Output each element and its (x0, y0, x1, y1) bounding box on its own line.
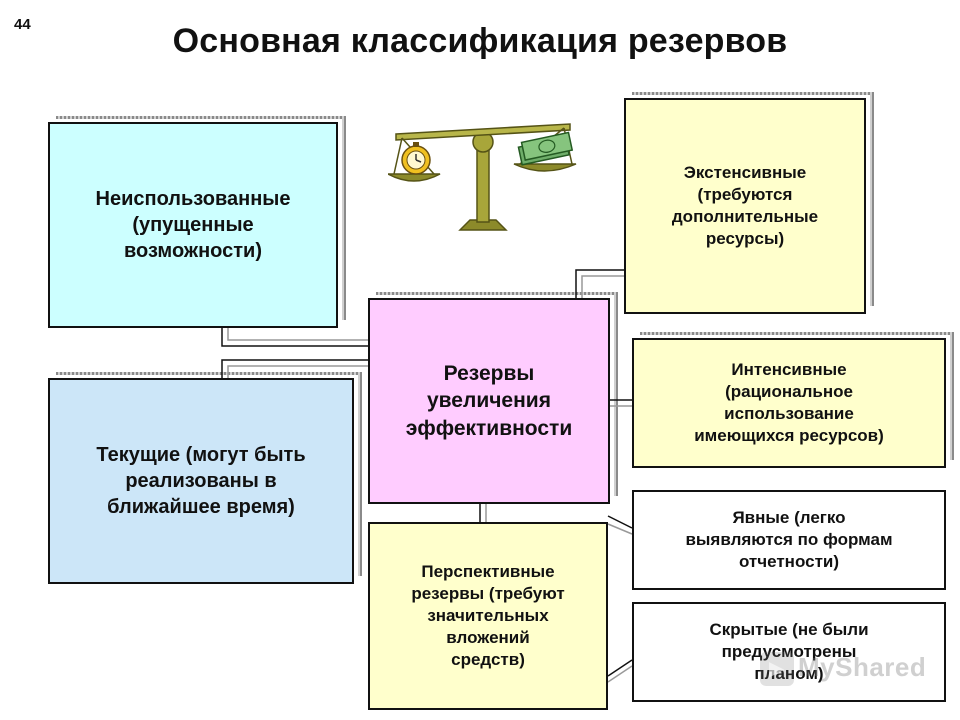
box-perspective: Перспективные резервы (требуют значитель… (368, 522, 608, 710)
box-intensive-text: Интенсивные (рациональное использование … (694, 359, 884, 446)
box-intensive: Интенсивные (рациональное использование … (632, 332, 954, 468)
box-extensive-text: Экстенсивные (требуются дополнительные р… (671, 162, 819, 249)
balance-scale-icon (388, 123, 577, 231)
box-current: Текущие (могут быть реализованы в ближай… (48, 372, 362, 584)
connector-current (221, 359, 370, 378)
connector-unused (221, 326, 370, 347)
box-unused-text: Неиспользованные (упущенные возможности) (95, 188, 291, 262)
watermark-text: MyShared (798, 652, 927, 682)
slide-number: 44 (14, 16, 31, 33)
box-extensive: Экстенсивные (требуются дополнительные р… (624, 92, 874, 314)
connector-extensive (575, 269, 626, 298)
page-title: Основная классификация резервов (172, 22, 788, 60)
box-center-text: Резервы увеличения эффективности (405, 362, 573, 440)
box-center: Резервы увеличения эффективности (368, 292, 618, 504)
watermark: ▶MyShared (760, 652, 927, 687)
box-hidden-text: Скрытые (не были предусмотрены планом) (709, 619, 869, 684)
box-explicit: Явные (легко выявляются по формам отчетн… (632, 490, 946, 590)
connector-hidden (607, 659, 633, 677)
box-unused: Неиспользованные (упущенные возможности) (48, 116, 346, 328)
box-perspective-text: Перспективные резервы (требуют значитель… (411, 561, 565, 670)
watermark-logo-icon: ▶ (760, 652, 794, 687)
box-hidden: Скрытые (не были предусмотрены планом) (632, 602, 946, 702)
box-explicit-text: Явные (легко выявляются по формам отчетн… (685, 507, 893, 572)
box-current-text: Текущие (могут быть реализованы в ближай… (96, 444, 306, 518)
connector-explicit (607, 515, 633, 529)
